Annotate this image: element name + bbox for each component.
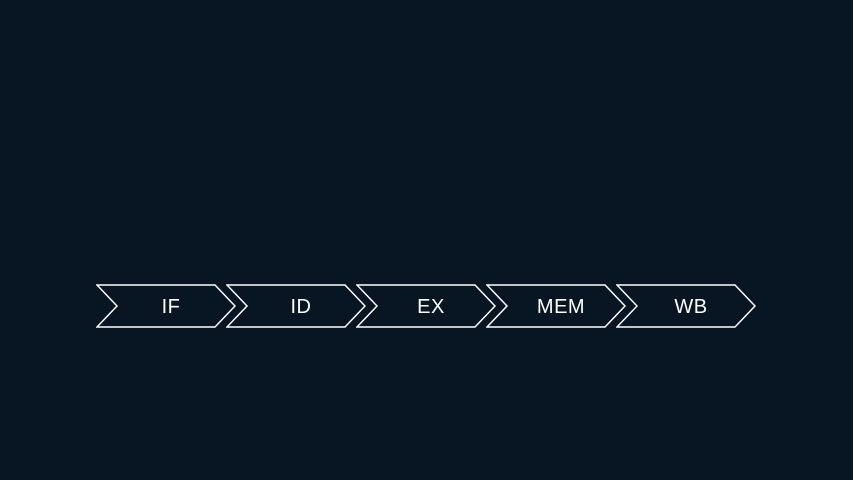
chevron-outline	[615, 284, 757, 328]
chevron-outline	[485, 284, 627, 328]
stage-label: MEM	[537, 296, 585, 318]
pipeline-stage: MEM	[485, 284, 627, 328]
chevron-shape: ID	[225, 284, 367, 328]
stage-label: ID	[291, 296, 312, 318]
chevron-shape: WB	[615, 284, 757, 328]
stage-label: WB	[674, 296, 707, 318]
pipeline-stage: EX	[355, 284, 497, 328]
pipeline-stage: WB	[615, 284, 757, 328]
chevron-shape: IF	[95, 284, 237, 328]
stage-label: EX	[417, 296, 445, 318]
pipeline-diagram: IF ID EX MEM WB	[95, 284, 757, 328]
chevron-shape: MEM	[485, 284, 627, 328]
pipeline-stage: ID	[225, 284, 367, 328]
pipeline-stage: IF	[95, 284, 237, 328]
chevron-outline	[355, 284, 497, 328]
chevron-shape: EX	[355, 284, 497, 328]
chevron-outline	[95, 284, 237, 328]
stage-label: IF	[162, 296, 181, 318]
chevron-outline	[225, 284, 367, 328]
